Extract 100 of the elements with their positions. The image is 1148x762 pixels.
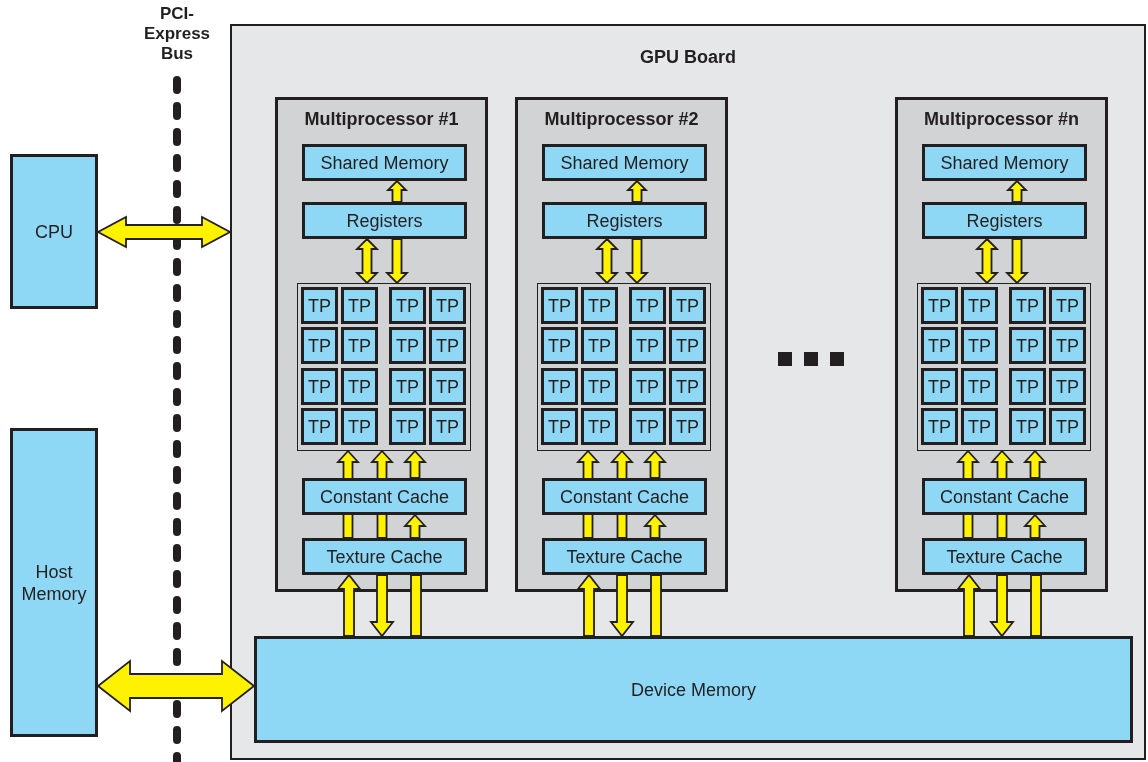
processor-label: TP [636, 415, 659, 438]
block-arrow [1022, 513, 1048, 539]
memory-box [542, 144, 707, 181]
processor-cell [429, 368, 466, 405]
processor-label: TP [1056, 415, 1079, 438]
processor-cell [921, 408, 958, 445]
block-arrow [369, 574, 395, 638]
block-arrow [402, 449, 428, 479]
processor-label: TP [968, 375, 991, 398]
processor-label: TP [1056, 375, 1079, 398]
processor-label: TP [636, 294, 659, 317]
block-arrow [1030, 574, 1042, 637]
processor-label: TP [396, 294, 419, 317]
memory-box [302, 144, 467, 181]
multiprocessor-panel [515, 97, 728, 592]
processor-label: TP [1016, 375, 1039, 398]
host-box [10, 154, 98, 309]
processor-label: TP [308, 375, 331, 398]
processor-cell [669, 408, 706, 445]
panel-title: Multiprocessor #2 [544, 108, 699, 130]
processor-label: TP [968, 415, 991, 438]
processor-cell [961, 327, 998, 364]
processor-cell [921, 287, 958, 324]
processor-label: TP [308, 294, 331, 317]
processor-label: TP [348, 375, 371, 398]
processor-cell [581, 408, 618, 445]
box-label: Constant Cache [939, 485, 1070, 508]
memory-box [302, 202, 467, 239]
processor-label: TP [396, 334, 419, 357]
processor-cell [961, 368, 998, 405]
host-box [10, 428, 98, 737]
bus-label: PCI-Express Bus [142, 4, 212, 64]
processor-cell [669, 368, 706, 405]
block-arrow [609, 574, 635, 638]
processor-label: TP [928, 334, 951, 357]
processor-label: TP [348, 294, 371, 317]
processor-cell [389, 408, 426, 445]
memory-box [302, 538, 467, 575]
processor-cell [961, 408, 998, 445]
processor-label: TP [928, 415, 951, 438]
processor-cell [389, 368, 426, 405]
block-arrow [974, 237, 1000, 285]
processor-cell [341, 327, 378, 364]
block-arrow [1004, 238, 1030, 285]
processor-cell [921, 368, 958, 405]
box-label: Host Memory [20, 560, 88, 605]
panel-title: Multiprocessor #n [924, 108, 1079, 130]
processor-cell [629, 287, 666, 324]
memory-box [922, 144, 1087, 181]
processor-label: TP [436, 375, 459, 398]
block-arrow [385, 179, 409, 203]
processor-label: TP [676, 375, 699, 398]
processor-grid [537, 283, 711, 451]
processor-label: TP [968, 334, 991, 357]
block-arrow [594, 237, 620, 285]
processor-label: TP [436, 415, 459, 438]
box-label: Shared Memory [940, 151, 1069, 174]
processor-cell [1009, 368, 1046, 405]
processor-cell [1049, 287, 1086, 324]
processor-label: TP [548, 294, 571, 317]
processor-cell [389, 287, 426, 324]
box-label: CPU [34, 220, 74, 243]
block-arrow [410, 574, 422, 637]
block-arrow [384, 238, 410, 285]
processor-label: TP [548, 375, 571, 398]
block-arrow [955, 449, 981, 539]
box-label: Texture Cache [566, 545, 683, 568]
processor-label: TP [1056, 334, 1079, 357]
block-arrow [625, 179, 649, 203]
memory-box [254, 636, 1133, 743]
processor-label: TP [396, 415, 419, 438]
processor-cell [629, 327, 666, 364]
box-label: Registers [966, 209, 1043, 232]
processor-cell [1009, 408, 1046, 445]
block-arrow [989, 449, 1015, 539]
processor-label: TP [396, 375, 419, 398]
processor-cell [389, 327, 426, 364]
block-arrow [624, 238, 650, 285]
processor-cell [961, 287, 998, 324]
panel-title: Multiprocessor #1 [304, 108, 459, 130]
processor-label: TP [636, 334, 659, 357]
processor-label: TP [348, 334, 371, 357]
processor-cell [669, 287, 706, 324]
block-arrow [354, 237, 380, 285]
processor-label: TP [436, 334, 459, 357]
multiprocessor-panel [275, 97, 488, 592]
block-arrow [642, 449, 668, 479]
processor-label: TP [308, 415, 331, 438]
processor-cell [429, 408, 466, 445]
processor-label: TP [968, 294, 991, 317]
processor-label: TP [928, 294, 951, 317]
processor-cell [541, 408, 578, 445]
processor-label: TP [588, 415, 611, 438]
processor-cell [301, 287, 338, 324]
processor-label: TP [548, 334, 571, 357]
processor-cell [541, 368, 578, 405]
processor-grid [297, 283, 471, 451]
processor-label: TP [1016, 334, 1039, 357]
processor-cell [1009, 327, 1046, 364]
block-arrow [96, 215, 232, 249]
